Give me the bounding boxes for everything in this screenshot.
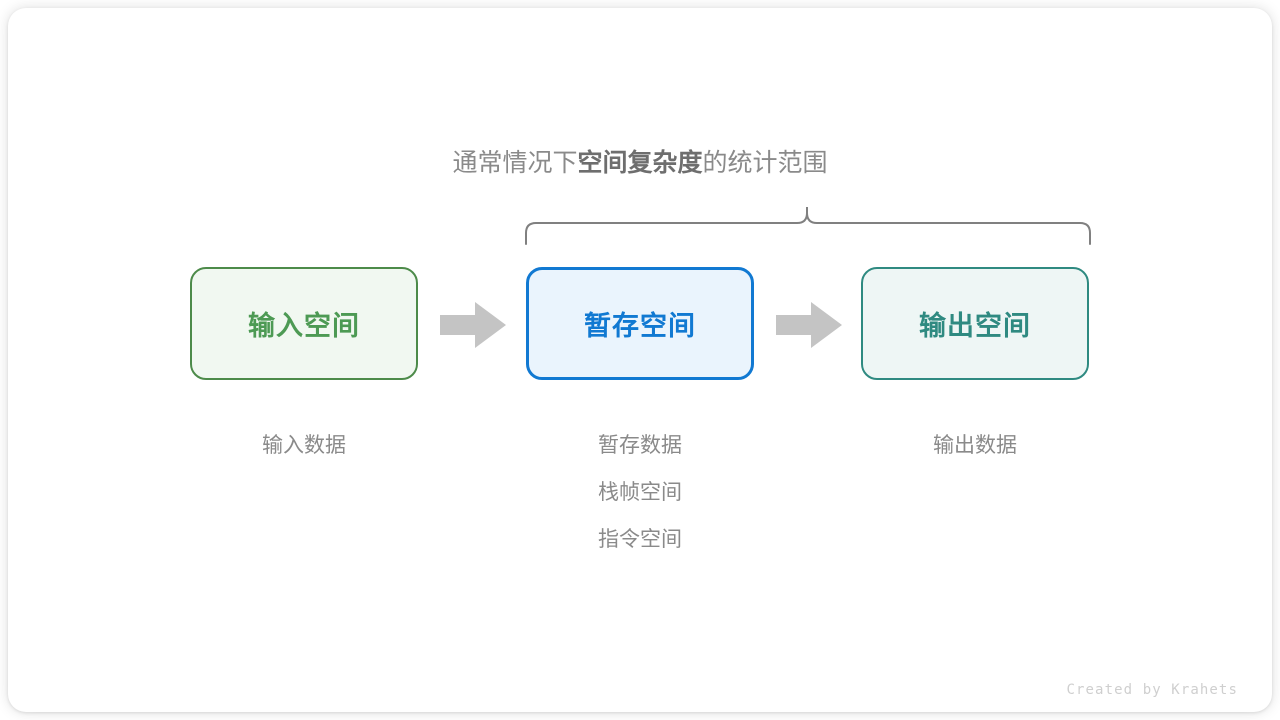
box-output-space-label: 输出空间 (919, 311, 1031, 341)
caption-line: 输入数据 (262, 434, 346, 457)
scope-title-prefix: 通常情况下 (452, 149, 578, 177)
caption-output-space: 输出数据 (861, 422, 1089, 469)
caption-line: 输出数据 (933, 434, 1017, 457)
box-temp-space[interactable]: 暂存空间 (526, 267, 754, 380)
caption-line: 指令空间 (598, 528, 682, 551)
caption-line: 栈帧空间 (598, 481, 682, 504)
arrow-right-icon-temp-to-output (776, 302, 842, 348)
caption-input-space: 输入数据 (190, 422, 418, 469)
arrow-right-icon-input-to-temp (440, 302, 506, 348)
box-temp-space-label: 暂存空间 (584, 311, 696, 341)
scope-title: 通常情况下空间复杂度的统计范围 (0, 146, 1280, 180)
watermark-credit: Created by Krahets (1066, 682, 1238, 698)
scope-title-suffix: 的统计范围 (702, 149, 828, 177)
scope-brace (515, 198, 1105, 254)
scope-title-emphasis: 空间复杂度 (577, 149, 703, 177)
caption-temp-space: 暂存数据 栈帧空间 指令空间 (526, 422, 754, 563)
caption-line: 暂存数据 (598, 434, 682, 457)
box-input-space-label: 输入空间 (248, 311, 360, 341)
box-output-space[interactable]: 输出空间 (861, 267, 1089, 380)
box-input-space[interactable]: 输入空间 (190, 267, 418, 380)
